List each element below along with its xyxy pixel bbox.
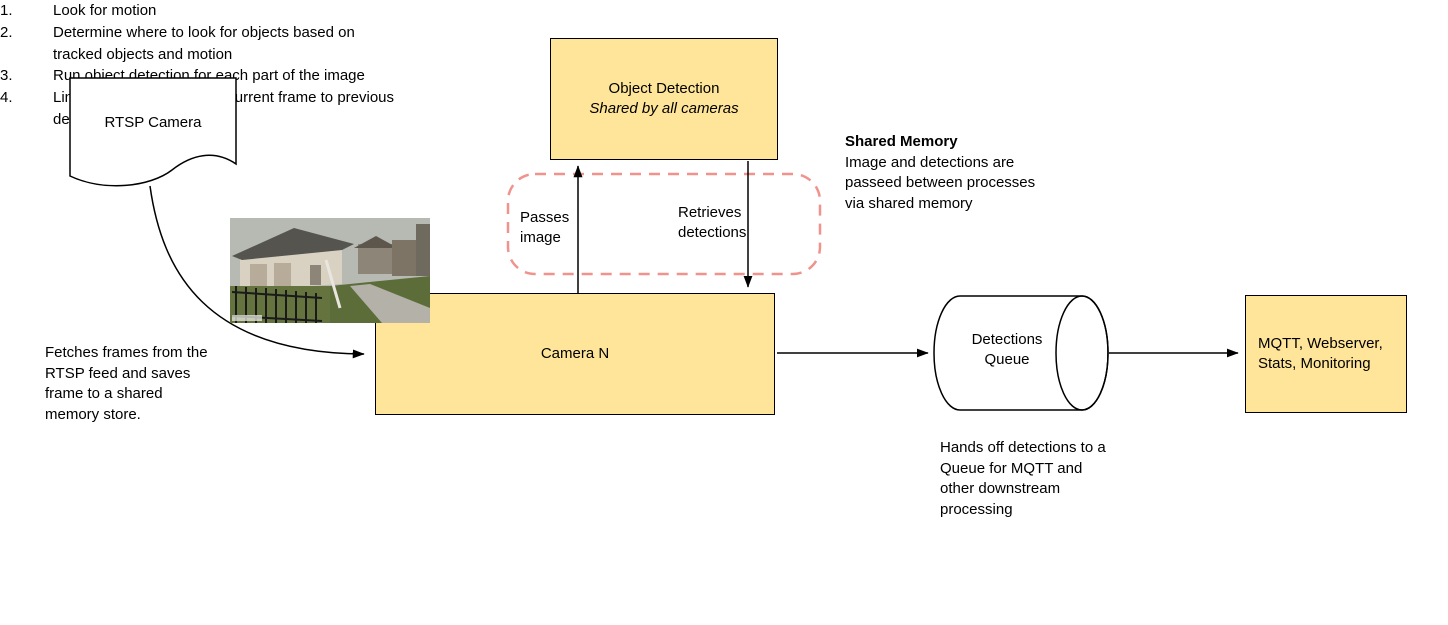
rtsp-camera-label: RTSP Camera — [104, 114, 202, 131]
passes-image-label: Passes image — [520, 209, 570, 247]
shared-memory-note-body: Image and detections are passeed between… — [845, 153, 1036, 213]
camera-step: Look for motion — [0, 0, 400, 22]
object-detection-node: Object Detection Shared by all cameras — [550, 38, 778, 160]
camera-steps-list: Look for motion Determine where to look … — [0, 0, 400, 131]
camera-step: Determine where to look for objects base… — [0, 22, 400, 66]
object-detection-subtitle: Shared by all cameras — [589, 100, 739, 117]
camera-step-text: Run object detection for each part of th… — [53, 67, 365, 85]
camera-step-text: Look for motion — [53, 2, 157, 19]
object-detection-title: Object Detection — [608, 79, 720, 97]
mqtt-webserver-label: MQTT, Webserver, Stats, Monitoring — [1258, 334, 1383, 372]
queue-handoff-note: Hands off detections to a Queue for MQTT… — [940, 439, 1106, 519]
retrieves-detections-label: Retrieves detections — [678, 204, 747, 242]
shared-memory-note: Shared Memory Image and detections are p… — [845, 132, 1057, 215]
shared-memory-note-title: Shared Memory — [845, 133, 958, 150]
camera-snapshot-art — [230, 218, 430, 323]
camera-snapshot-image — [230, 218, 430, 323]
camera-step: Run object detection for each part of th… — [0, 65, 400, 87]
camera-n-label: Camera N — [540, 344, 610, 362]
fetch-frames-note: Fetches frames from the RTSP feed and sa… — [45, 344, 208, 424]
camera-n-node: Camera N — [375, 293, 775, 415]
detections-queue-label: Detections Queue — [971, 331, 1043, 369]
mqtt-webserver-node: MQTT, Webserver, Stats, Monitoring — [1245, 295, 1407, 413]
camera-step-text: Determine where to look for objects base… — [53, 23, 355, 63]
